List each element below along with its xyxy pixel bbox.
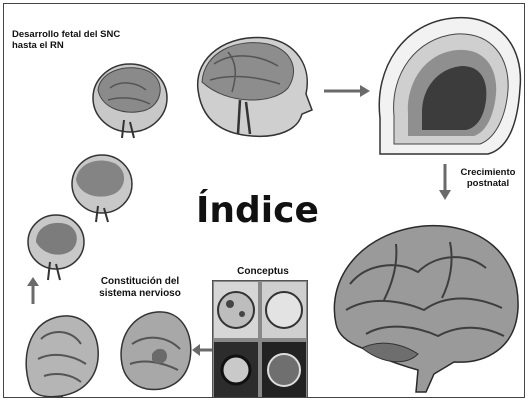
adult-brain [326,214,522,394]
diagram-frame: Desarrollo fetal del SNC hasta el RN Cre… [3,3,525,398]
nervous-system-constitution-label: Constitución del sistema nervioso [88,276,192,299]
fetal-head-stage-3 [90,60,170,140]
arrow-to-skull-section [322,84,372,98]
postnatal-growth-label: Crecimiento postnatal [456,168,520,190]
embryo-brain-early [16,304,106,398]
arrow-down-to-brain [438,162,452,202]
skull-cross-section [370,8,525,158]
conceptus-micrographs [212,280,308,398]
embryo-brain-cross-section [112,304,197,394]
fetal-head-stage-4 [188,30,316,140]
conceptus-label: Conceptus [226,266,300,278]
fetal-head-stage-2 [68,152,134,224]
title-label: Desarrollo fetal del SNC hasta el RN [12,30,122,52]
index-title: Índice [196,190,319,231]
